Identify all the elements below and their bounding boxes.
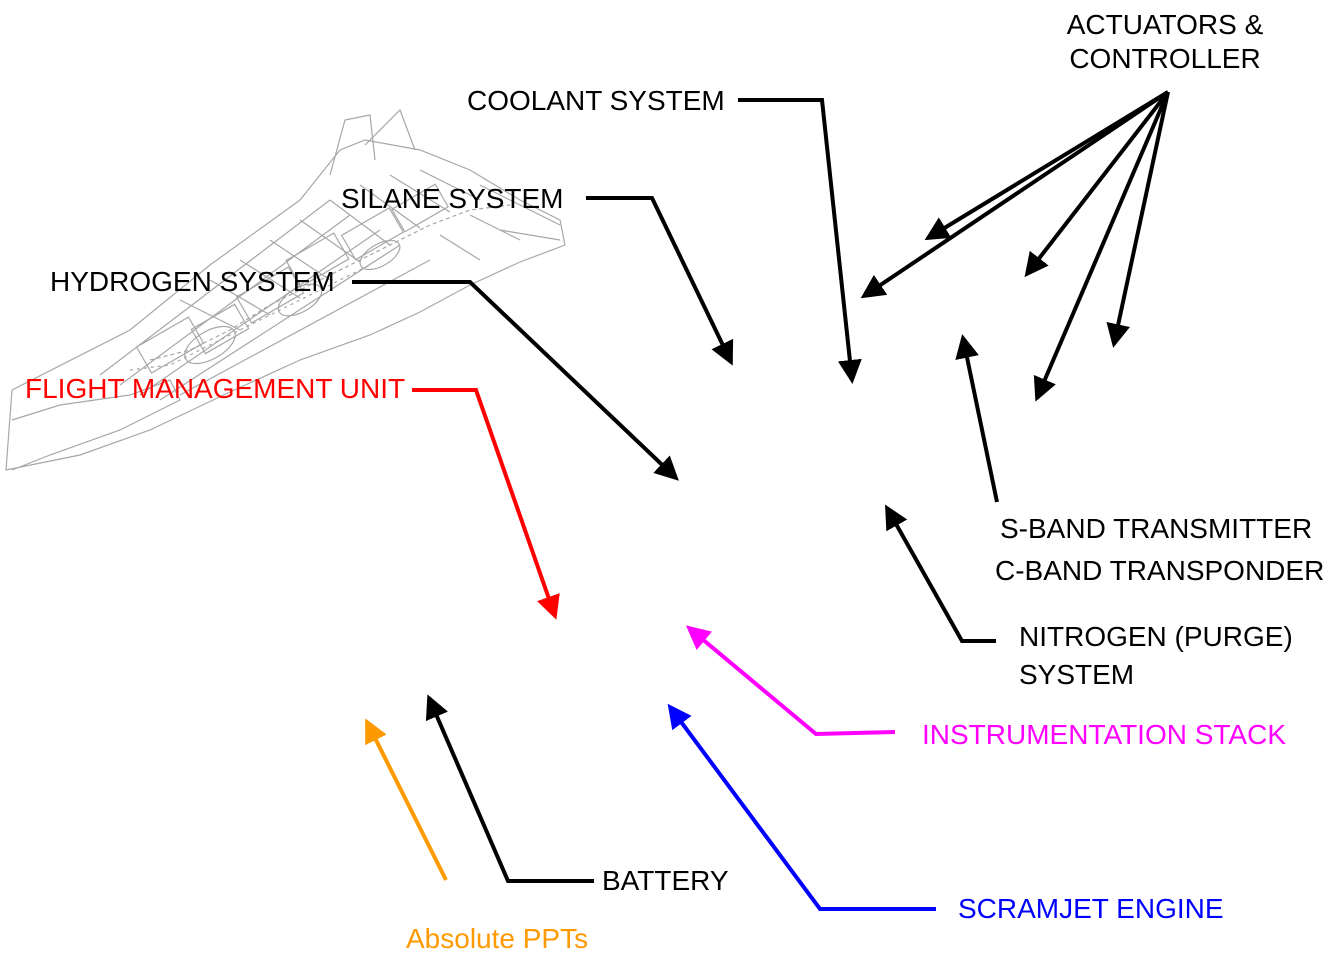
arrow-fmu [412,388,560,620]
scramjet-label: SCRAMJET ENGINE [958,893,1224,924]
actuators-label: ACTUATORS & CONTROLLER [1060,8,1270,76]
arrow-actuators-1 [924,90,1170,241]
instrumentation-label: INSTRUMENTATION STACK [922,719,1286,750]
nitrogen-label-line1: NITROGEN (PURGE) [1019,621,1293,652]
nitrogen-label: NITROGEN (PURGE) SYSTEM [1019,620,1293,692]
fmu-label: FLIGHT MANAGEMENT UNIT [25,373,406,404]
hydrogen-label: HYDROGEN SYSTEM [50,266,335,297]
cband-label: C-BAND TRANSPONDER [995,555,1325,586]
arrow-actuators-3 [1024,90,1170,278]
vehicle-tail-fin [329,108,416,176]
ppts-label: Absolute PPTs [406,923,589,954]
arrow-actuators-4 [1033,91,1170,402]
actuators-label-line2: CONTROLLER [1069,43,1261,74]
arrow-actuators-5 [1106,91,1170,348]
arrow-scramjet [667,703,936,911]
arrow-silane [586,196,734,366]
vehicle-hull [5,139,566,471]
vehicle-sketch [5,108,566,471]
coolant-label: COOLANT SYSTEM [467,85,725,116]
arrow-coolant [738,98,862,384]
nitrogen-label-line2: SYSTEM [1019,659,1135,690]
arrow-nitrogen [885,504,996,643]
actuators-label-line1: ACTUATORS & [1066,9,1264,40]
leader-lines [352,90,1170,911]
arrow-ppts [365,718,448,881]
arrow-battery [425,694,594,883]
arrow-hydrogen [352,280,679,481]
sband-label: S-BAND TRANSMITTER [1000,513,1313,544]
arrow-sband [955,334,999,503]
arrow-actuators-2 [860,90,1170,299]
battery-label: BATTERY [602,865,729,896]
arrow-instrumentation [685,625,896,737]
silane-label: SILANE SYSTEM [341,183,564,214]
